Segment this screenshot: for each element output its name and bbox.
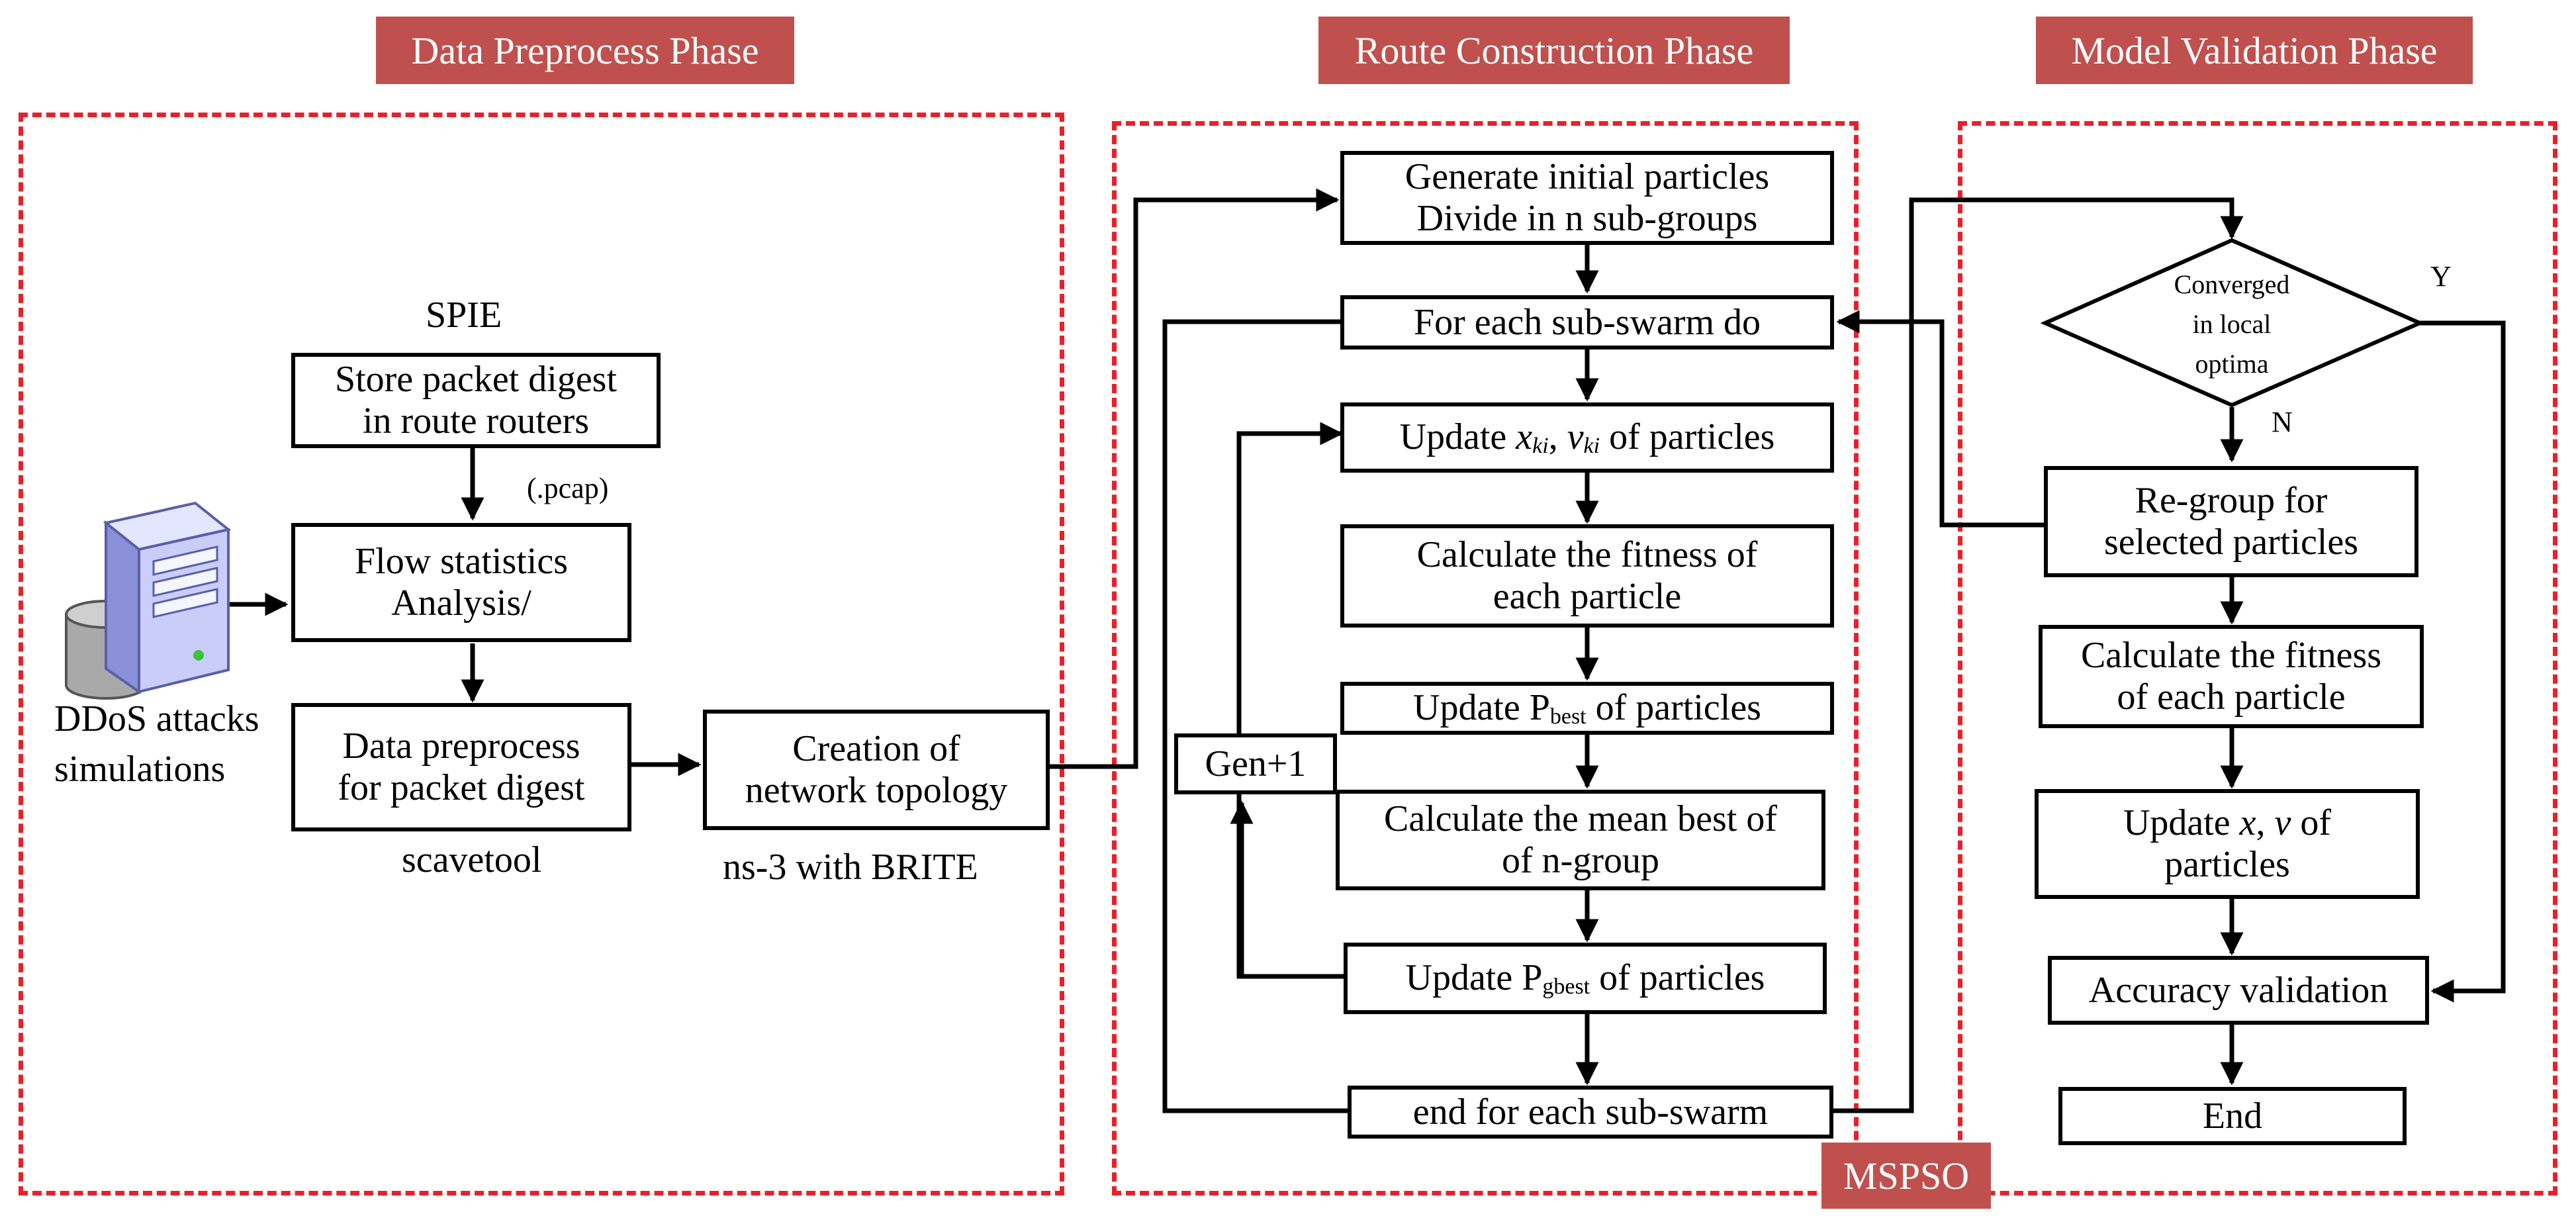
validation-fitness-box: Calculate the fitness of each particle <box>2039 625 2424 728</box>
data-preprocess-box: Data preprocess for packet digest <box>291 703 631 831</box>
pcap-label: (.pcap) <box>527 472 609 504</box>
validation-fitness-line1: Calculate the fitness <box>2080 635 2382 677</box>
decision-line2: in local <box>2192 309 2272 339</box>
gen-label: Gen+1 <box>1205 743 1307 784</box>
calculate-mean-best-box: Calculate the mean best of of n-group <box>1336 790 1825 890</box>
end-for-label: end for each sub-swarm <box>1412 1091 1769 1133</box>
preprocess-phase-frame <box>19 113 1064 1195</box>
validation-fitness-line2: of each particle <box>2117 677 2346 718</box>
no-label: N <box>2272 406 2293 438</box>
end-label: End <box>2202 1095 2263 1137</box>
update-validation-line2: particles <box>2164 844 2290 885</box>
accuracy-label: Accuracy validation <box>2088 969 2389 1011</box>
server-computer-icon <box>103 501 232 694</box>
accuracy-validation-box: Accuracy validation <box>2048 956 2429 1025</box>
regroup-line2: selected particles <box>2103 522 2358 563</box>
fitness-line1: Calculate the fitness of <box>1416 534 1758 576</box>
line-endfor-loop-back <box>1162 319 1350 1113</box>
arrow-regroup-to-foreach <box>1836 310 2045 528</box>
update-xv-box: Update xki, vki of particles <box>1340 402 1834 473</box>
flow-line2: Analysis/ <box>391 583 531 624</box>
fitness-line2: each particle <box>1493 576 1682 617</box>
store-line1: Store packet digest <box>334 359 618 400</box>
regroup-particles-box: Re-group for selected particles <box>2044 466 2418 577</box>
flow-line1: Flow statistics <box>354 541 569 583</box>
flow-statistics-box: Flow statistics Analysis/ <box>291 523 631 642</box>
update-pbest-box: Update Pbest of particles <box>1340 682 1834 735</box>
creation-network-topology-box: Creation of network topology <box>703 710 1050 830</box>
ddos-line1: DDoS attacks <box>54 698 259 739</box>
update-gbest-box: Update Pgbest of particles <box>1344 943 1827 1014</box>
scavetool-label: scavetool <box>402 839 542 880</box>
decision-line1: Converged <box>2174 269 2290 299</box>
store-packet-digest-box: Store packet digest in route routers <box>291 353 661 448</box>
arrow-decision-yes-to-accuracy <box>2417 320 2506 1003</box>
ddos-line2: simulations <box>54 749 226 790</box>
phase-banner-preprocess: Data Preprocess Phase <box>376 17 794 84</box>
spie-label: SPIE <box>426 295 502 336</box>
mean-line2: of n-group <box>1502 840 1659 881</box>
calculate-fitness-box: Calculate the fitness of each particle <box>1340 524 1834 628</box>
for-each-label: For each sub-swarm do <box>1413 301 1761 343</box>
arrow-gbest-loop-back <box>1236 422 1346 979</box>
validation-phase-frame <box>1958 121 2557 1195</box>
data-line1: Data preprocess <box>342 726 580 767</box>
update-xv-label: Update xki, vki of particles <box>1399 416 1775 458</box>
phase-banner-validation: Model Validation Phase <box>2036 17 2473 84</box>
update-pbest-label: Update Pbest of particles <box>1413 686 1761 729</box>
phase-banner-route: Route Construction Phase <box>1318 17 1790 84</box>
update-xv-validation-box: Update x, v of particles <box>2035 789 2420 899</box>
route-phase-frame <box>1112 121 1859 1195</box>
update-gbest-label: Update Pgbest of particles <box>1405 957 1765 999</box>
gen-plus-one-box: Gen+1 <box>1174 733 1337 794</box>
generate-line2: Divide in n sub-groups <box>1416 198 1758 239</box>
end-for-subswarm-box: end for each sub-swarm <box>1348 1086 1833 1139</box>
decision-text: Converged in local optima <box>2099 265 2364 384</box>
generate-particles-box: Generate initial particles Divide in n s… <box>1340 151 1834 245</box>
end-box: End <box>2058 1087 2407 1145</box>
creation-line2: network topology <box>745 770 1008 811</box>
generate-line1: Generate initial particles <box>1404 156 1770 198</box>
for-each-subswarm-box: For each sub-swarm do <box>1340 295 1834 350</box>
data-line2: for packet digest <box>338 767 585 808</box>
yes-label: Y <box>2430 260 2452 293</box>
regroup-line1: Re-group for <box>2135 480 2328 522</box>
decision-line3: optima <box>2195 349 2269 379</box>
creation-line1: Creation of <box>792 728 960 770</box>
decision-diamond <box>2040 238 2425 408</box>
ns3-label: ns-3 with BRITE <box>723 847 978 888</box>
mean-line1: Calculate the mean best of <box>1384 798 1777 840</box>
mspso-badge: MSPSO <box>1821 1143 1991 1209</box>
arrow-creation-to-generate <box>1049 188 1340 769</box>
store-line2: in route routers <box>362 400 590 442</box>
update-validation-line1: Update x, v of <box>2123 802 2332 844</box>
arrow-endfor-to-decision <box>1830 197 2244 1113</box>
